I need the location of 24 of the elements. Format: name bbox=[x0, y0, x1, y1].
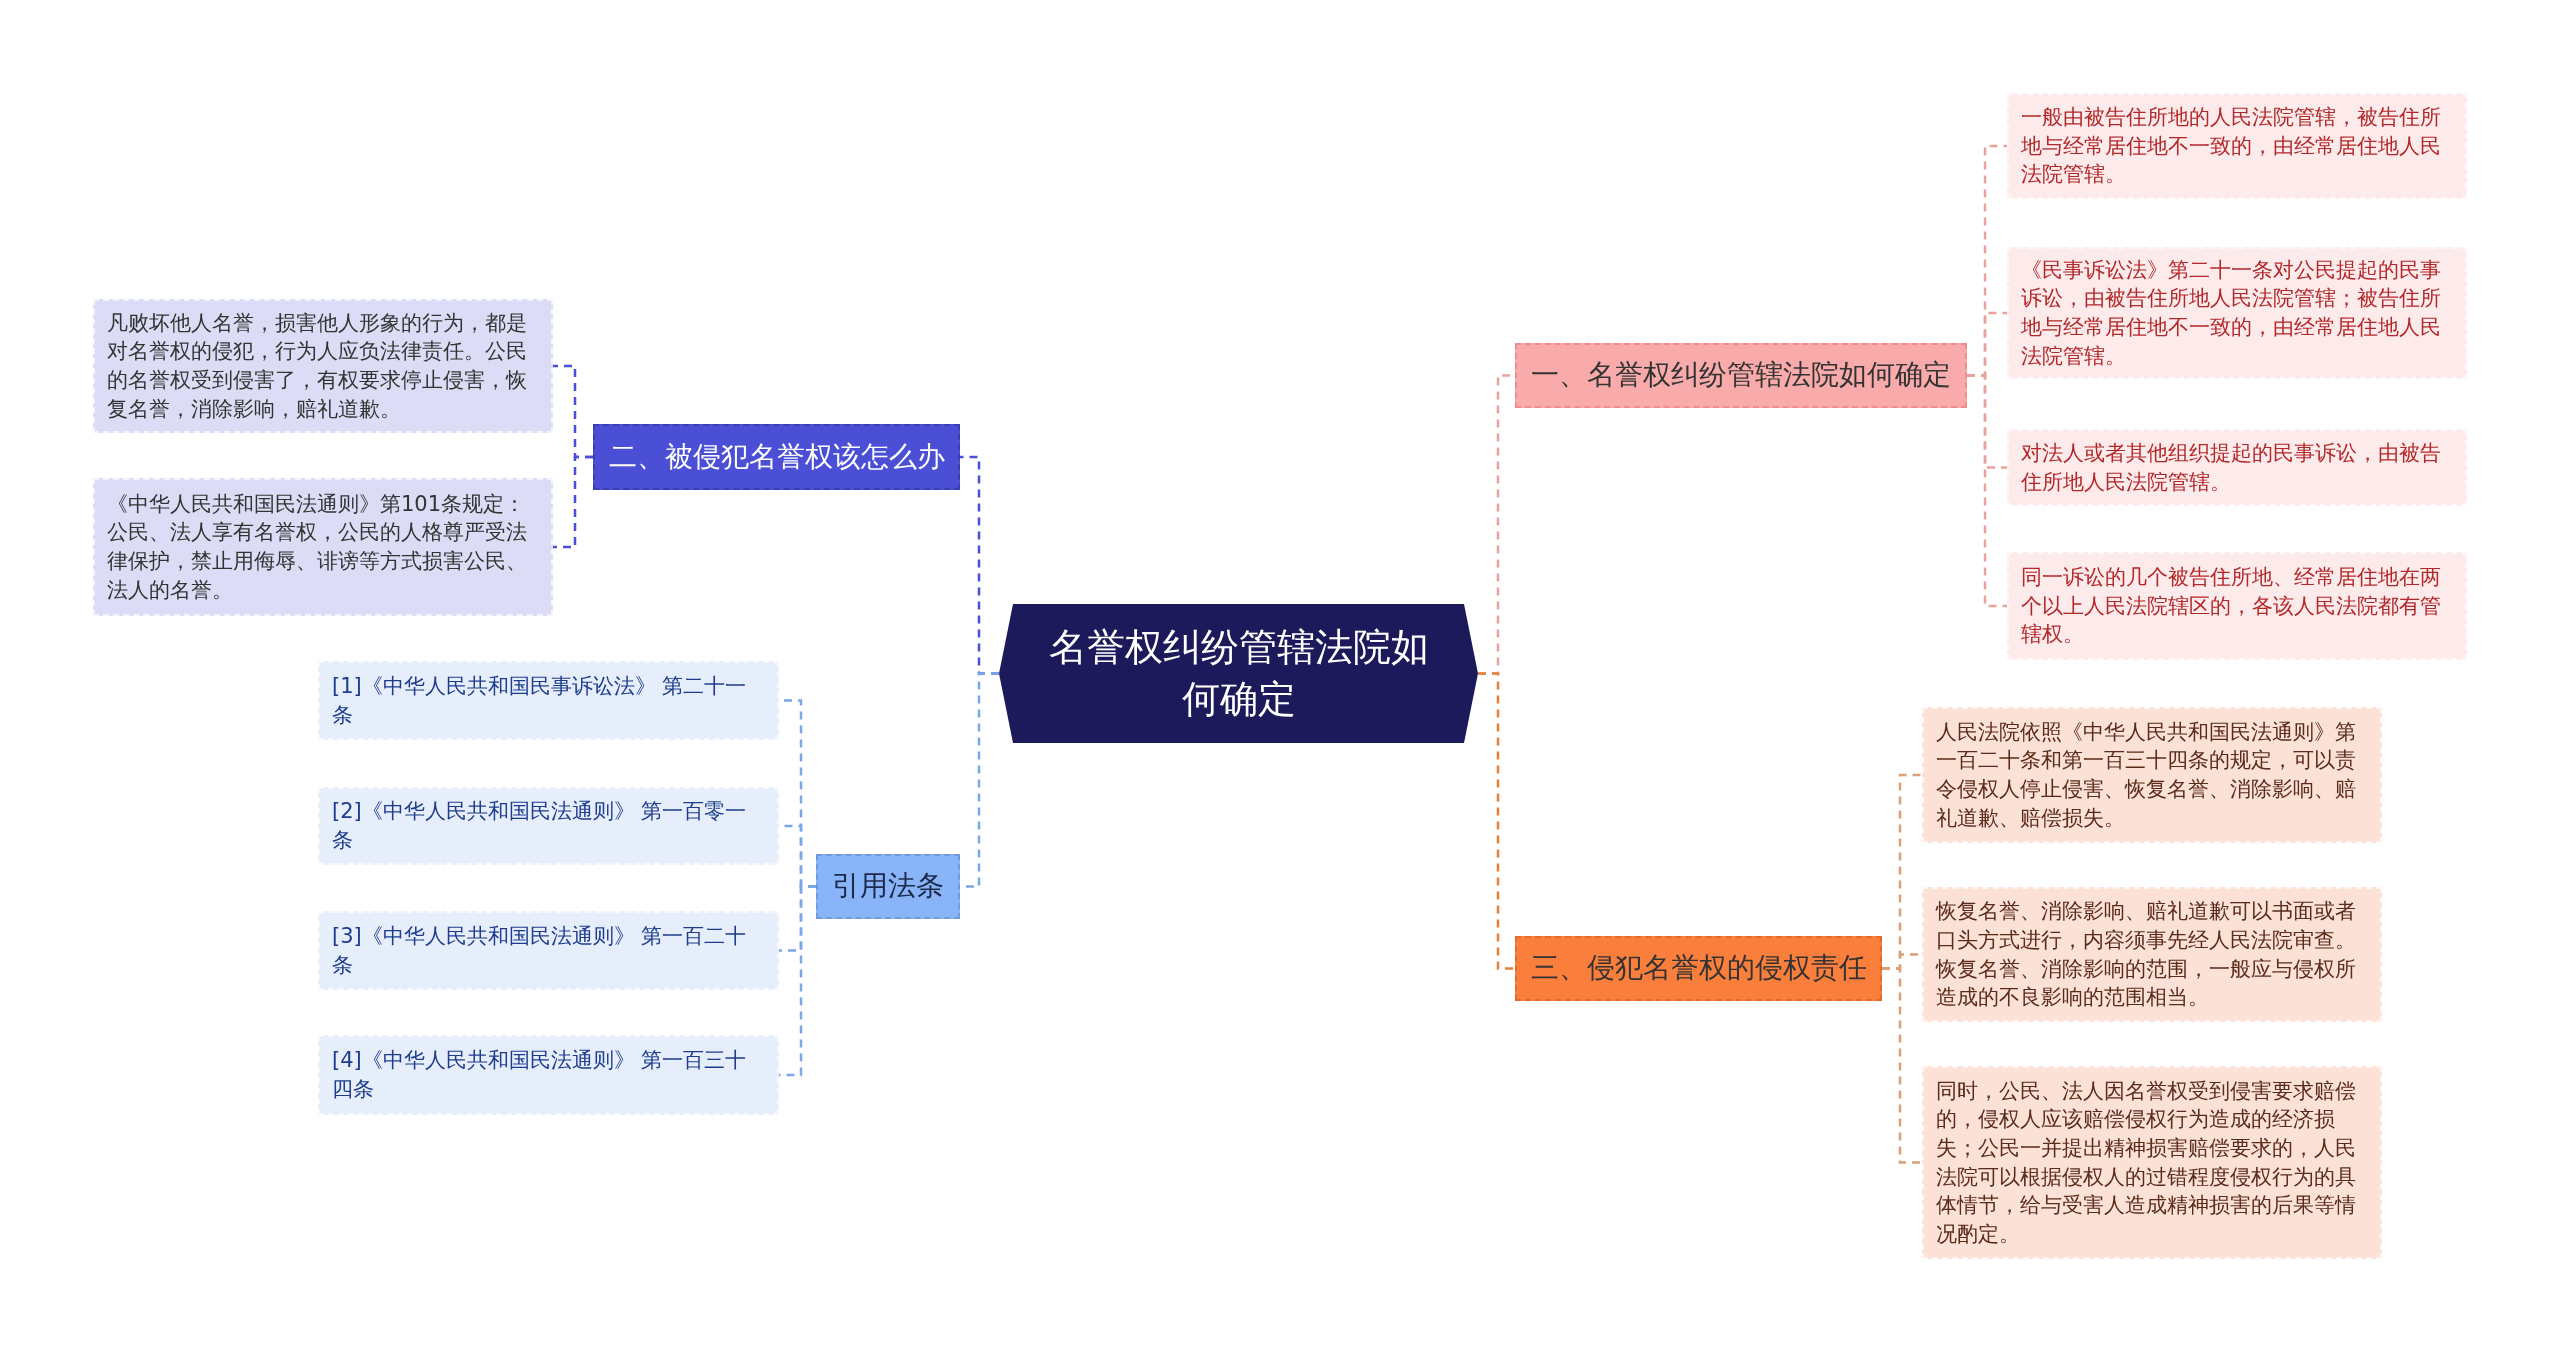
text-box: 恢复名誉、消除影响、赔礼道歉可以书面或者口头方式进行，内容须事先经人民法院审查。恢复名誉、消除影响的范围，一般应与侵权所造成的不良影响的范围相当。 bbox=[1922, 887, 2382, 1022]
text-box: 一般由被告住所地的人民法院管辖，被告住所地与经常居住地不一致的，由经常居住地人民法院管辖。 bbox=[2007, 93, 2467, 199]
text-box: 对法人或者其他组织提起的民事诉讼，由被告住所地人民法院管辖。 bbox=[2007, 429, 2467, 506]
text-box: [4]《中华人民共和国民法通则》 第一百三十四条 bbox=[318, 1035, 779, 1115]
topic-box: 引用法条 bbox=[816, 854, 960, 919]
topic-box: 三、侵犯名誉权的侵权责任 bbox=[1515, 936, 1882, 1001]
connector bbox=[1478, 672, 1515, 970]
text-box: 同一诉讼的几个被告住所地、经常居住地在两个以上人民法院辖区的，各该人民法院都有管辖权。 bbox=[2007, 552, 2467, 660]
topic-box: 二、被侵犯名誉权该怎么办 bbox=[593, 424, 960, 490]
text-box: 人民法院依照《中华人民共和国民法通则》第一百二十条和第一百三十四条的规定，可以责令侵权人停止侵害、恢复名誉、消除影响、赔礼道歉、赔偿损失。 bbox=[1922, 707, 2382, 843]
connector bbox=[553, 455, 593, 549]
connector bbox=[1882, 967, 1922, 1164]
topic-box: 一、名誉权纠纷管辖法院如何确定 bbox=[1515, 343, 1967, 408]
text-box: 《中华人民共和国民法通则》第101条规定：公民、法人享有名誉权，公民的人格尊严受法律保护，禁止用侮辱、诽谤等方式损害公民、法人的名誉。 bbox=[93, 478, 553, 616]
connector bbox=[1967, 374, 2007, 608]
text-box: [3]《中华人民共和国民法通则》 第一百二十条 bbox=[318, 911, 779, 990]
connector bbox=[779, 885, 816, 1077]
central-topic-hexagon bbox=[999, 604, 1478, 743]
text-box: 同时，公民、法人因名誉权受到侵害要求赔偿的，侵权人应该赔偿侵权行为造成的经济损失；公民一并提出精神损害赔偿要求的，人民法院可以根据侵权人的过错程度侵权行为的具体情节，给与受害人造成精神损害的后果等情况酌定。 bbox=[1922, 1066, 2382, 1259]
text-box: 《民事诉讼法》第二十一条对公民提起的民事诉讼，由被告住所地人民法院管辖；被告住所地与经常居住地不一致的，由经常居住地人民法院管辖。 bbox=[2007, 247, 2467, 379]
text-box: 凡败坏他人名誉，损害他人形象的行为，都是对名誉权的侵犯，行为人应负法律责任。公民的名誉权受到侵害了，有权要求停止侵害，恢复名誉，消除影响，赔礼道歉。 bbox=[93, 299, 553, 433]
text-box: [2]《中华人民共和国民法通则》 第一百零一条 bbox=[318, 787, 779, 865]
text-box: [1]《中华人民共和国民事诉讼法》 第二十一条 bbox=[318, 661, 779, 740]
topic-text: 名誉权纠纷管辖法院如何确定 bbox=[1047, 623, 1430, 723]
